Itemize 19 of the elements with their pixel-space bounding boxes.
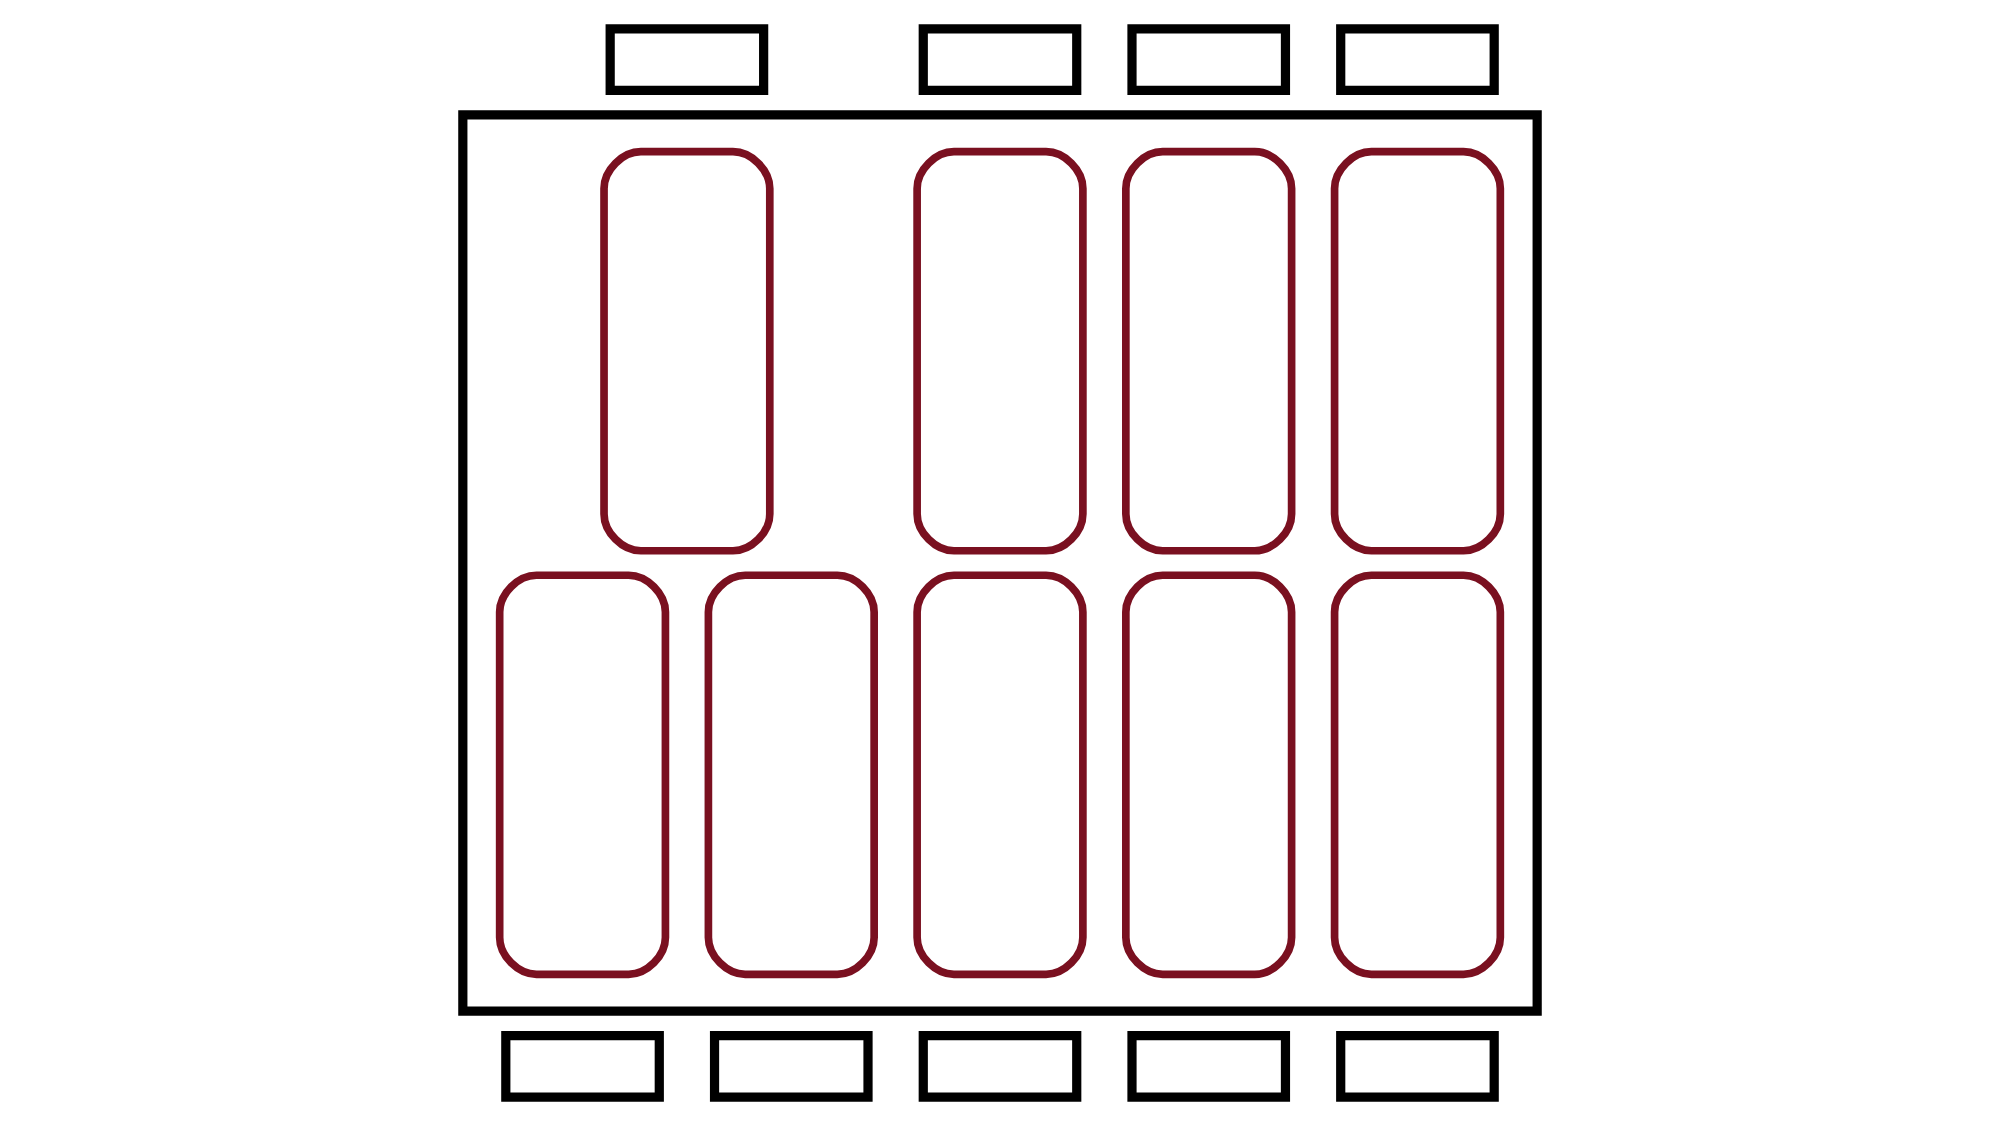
node-box: [1127, 1031, 1291, 1102]
node-box: [605, 24, 769, 95]
node-capsule: [913, 571, 1087, 979]
node-box: [501, 1031, 664, 1102]
node-box: [918, 1031, 1082, 1102]
node-capsule: [1330, 147, 1505, 555]
node-capsule: [704, 571, 878, 979]
node-capsule: [1122, 571, 1296, 979]
node-capsule: [1330, 571, 1505, 979]
node-box: [1336, 1031, 1499, 1102]
node-capsule: [600, 147, 774, 555]
node-capsule: [913, 147, 1087, 555]
node-box: [918, 24, 1082, 95]
node-box: [1336, 24, 1499, 95]
node-box: [709, 1031, 873, 1102]
cluster: [458, 110, 1542, 1016]
node-capsule: [1122, 147, 1296, 555]
node-box: [1127, 24, 1291, 95]
node-capsule: [495, 571, 670, 979]
